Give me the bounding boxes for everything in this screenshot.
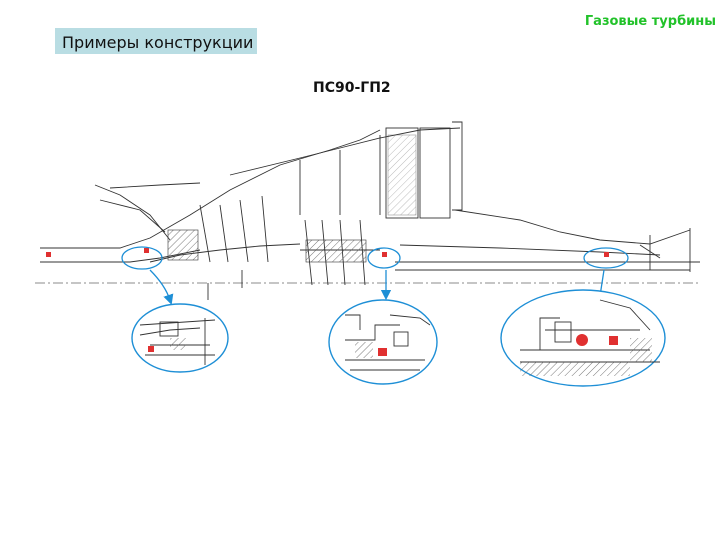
- detail-view-right: [500, 289, 666, 387]
- highlight-ellipse-right: [583, 247, 629, 269]
- turbine-disk-hatch: [305, 239, 367, 263]
- highlight-ellipse-mid: [367, 247, 401, 269]
- seal-marker-rear: [604, 252, 609, 257]
- detail-view-mid: [328, 299, 438, 385]
- turbine-body: [40, 121, 700, 300]
- section-label: Примеры конструкции: [62, 33, 254, 52]
- category-header: Газовые турбины: [584, 14, 716, 29]
- callout-arrow-left: [149, 269, 174, 305]
- combustor-hatch: [387, 134, 417, 216]
- diagram-title: ПС90-ГП2: [313, 80, 391, 96]
- detail-view-left: [131, 303, 229, 373]
- seal-marker-mid: [382, 252, 387, 257]
- seal-marker-front: [46, 252, 51, 257]
- compressor-hatch: [167, 229, 199, 261]
- section-label-box: [55, 28, 257, 54]
- highlight-ellipse-left: [121, 246, 163, 270]
- seal-marker-mid-left: [144, 248, 149, 253]
